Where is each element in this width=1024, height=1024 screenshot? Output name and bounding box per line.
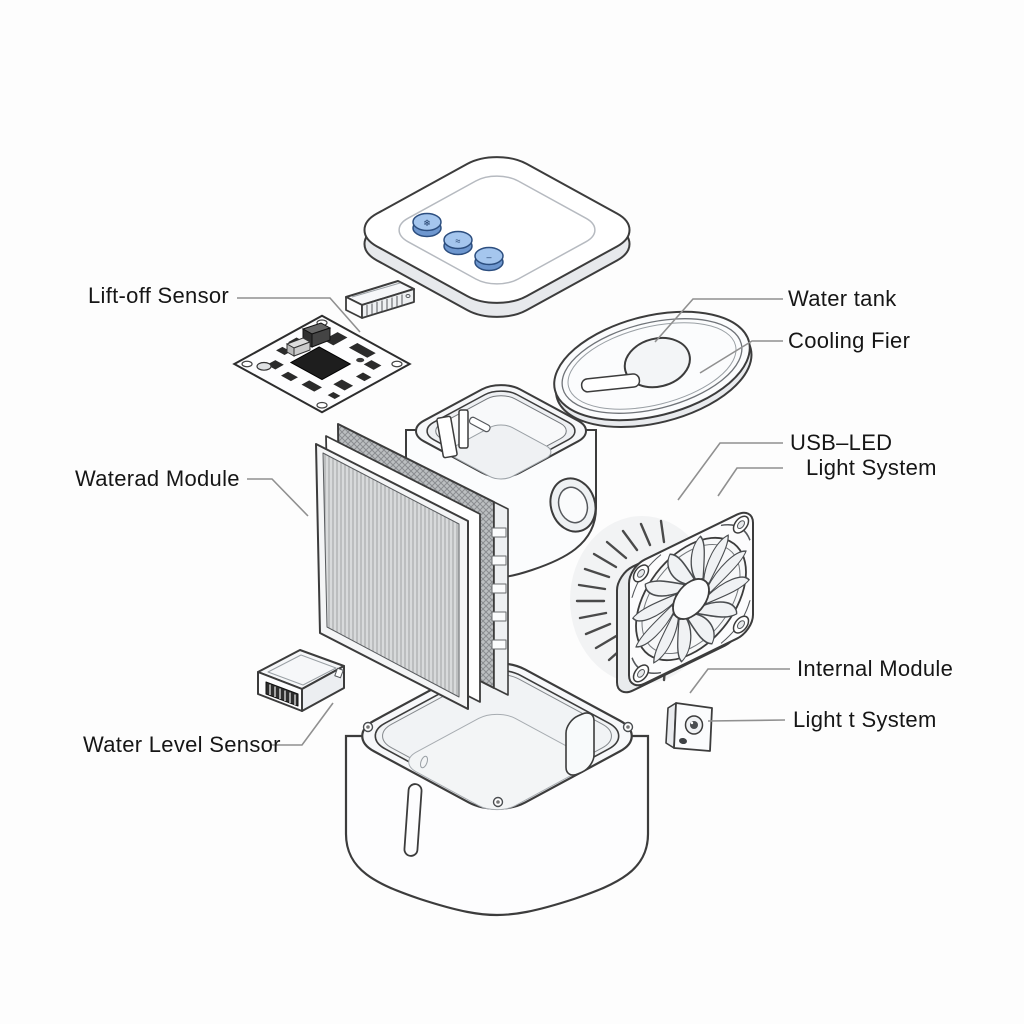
label-water-level-sensor: Water Level Sensor <box>83 732 281 757</box>
fan-screw-holes <box>634 513 749 684</box>
leader-internal-module <box>689 668 790 694</box>
tank-side-port <box>549 477 597 533</box>
snowflake-button: ❄ <box>412 212 442 238</box>
label-water-tank: Water tank <box>788 286 897 311</box>
leader-usb-led <box>677 442 783 501</box>
mist-button: ≈ <box>443 230 473 256</box>
control-buttons: ❄ ≈ – <box>412 212 504 272</box>
tank-inner-posts <box>436 409 491 459</box>
pad-media <box>322 452 460 698</box>
main-chip <box>291 347 350 380</box>
leader-light-t-system <box>707 719 786 722</box>
cooling-filter <box>315 423 509 710</box>
water-tank-disc <box>553 310 753 429</box>
fan-hub <box>673 572 709 626</box>
label-waterad-module: Waterad Module <box>75 466 240 491</box>
mist-icon: ≈ <box>456 236 461 246</box>
leader-lines <box>237 297 790 746</box>
leader-cooling-fier <box>699 340 783 374</box>
label-cooling-fier: Cooling Fier <box>788 328 911 353</box>
mesh-edge-tabs <box>491 527 507 650</box>
top-cover: ❄ ≈ – <box>347 148 647 327</box>
fan-frame <box>629 510 753 688</box>
light-module <box>665 702 713 752</box>
label-usb-led: USB–LED <box>790 430 893 455</box>
label-lift-off-sensor: Lift-off Sensor <box>88 283 230 308</box>
leader-lift-off-sensor <box>237 297 361 333</box>
circuit-board <box>234 316 409 412</box>
power-icon: – <box>486 252 491 262</box>
leader-water-level-sensor <box>270 702 334 746</box>
bottom-case <box>344 654 650 917</box>
disc-slot <box>580 373 641 393</box>
leader-water-tank <box>654 298 783 343</box>
pcb-relay <box>285 337 312 357</box>
label-light-system: Light System <box>806 455 937 480</box>
snowflake-icon: ❄ <box>423 218 431 228</box>
lift-off-sensor-module <box>345 280 415 319</box>
fan <box>570 510 753 698</box>
water-level-sensor-module <box>257 649 345 712</box>
disc-center-hole <box>623 336 691 389</box>
label-internal-module: Internal Module <box>797 656 954 681</box>
label-light-t-system: Light t System <box>793 707 937 732</box>
leader-waterad-module <box>247 478 309 517</box>
case-floor <box>398 709 596 816</box>
leader-light-system <box>717 467 783 497</box>
case-front-slot <box>403 783 423 857</box>
pcb-capacitor <box>301 322 332 348</box>
case-inner-opening <box>566 709 594 779</box>
power-button: – <box>474 246 504 272</box>
